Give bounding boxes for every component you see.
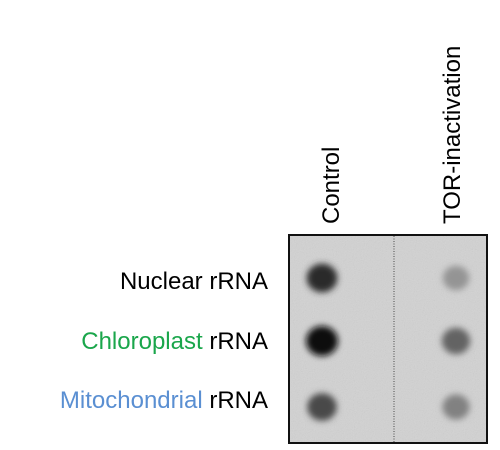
row-label-nuclear: Nuclear rRNA: [120, 270, 268, 294]
row-label-nuclear-suffix: rRNA: [209, 268, 268, 295]
spot-chloroplast-control: [306, 326, 338, 356]
column-label-tor-inactivation: TOR-inactivation: [439, 45, 466, 224]
spot-layer: [306, 263, 471, 421]
row-label-nuclear-prefix: Nuclear: [119, 268, 203, 295]
blot-image: [290, 236, 486, 442]
blot-membrane: [288, 234, 488, 444]
spot-nuclear-tor-inactivation: [442, 265, 470, 291]
spot-nuclear-control: [306, 263, 338, 293]
row-label-mitochondrial-suffix: rRNA: [209, 387, 268, 414]
spot-mitochondrial-tor-inactivation: [442, 394, 470, 420]
row-label-mitochondrial: Mitochondrial rRNA: [60, 389, 268, 413]
column-label-control: Control: [318, 146, 345, 224]
row-label-chloroplast: Chloroplast rRNA: [81, 330, 268, 354]
row-label-chloroplast-prefix: Chloroplast: [81, 328, 203, 355]
row-label-mitochondrial-prefix: Mitochondrial: [59, 387, 203, 414]
spot-chloroplast-tor-inactivation: [441, 327, 471, 355]
spot-mitochondrial-control: [307, 393, 337, 421]
row-label-chloroplast-suffix: rRNA: [209, 328, 268, 355]
